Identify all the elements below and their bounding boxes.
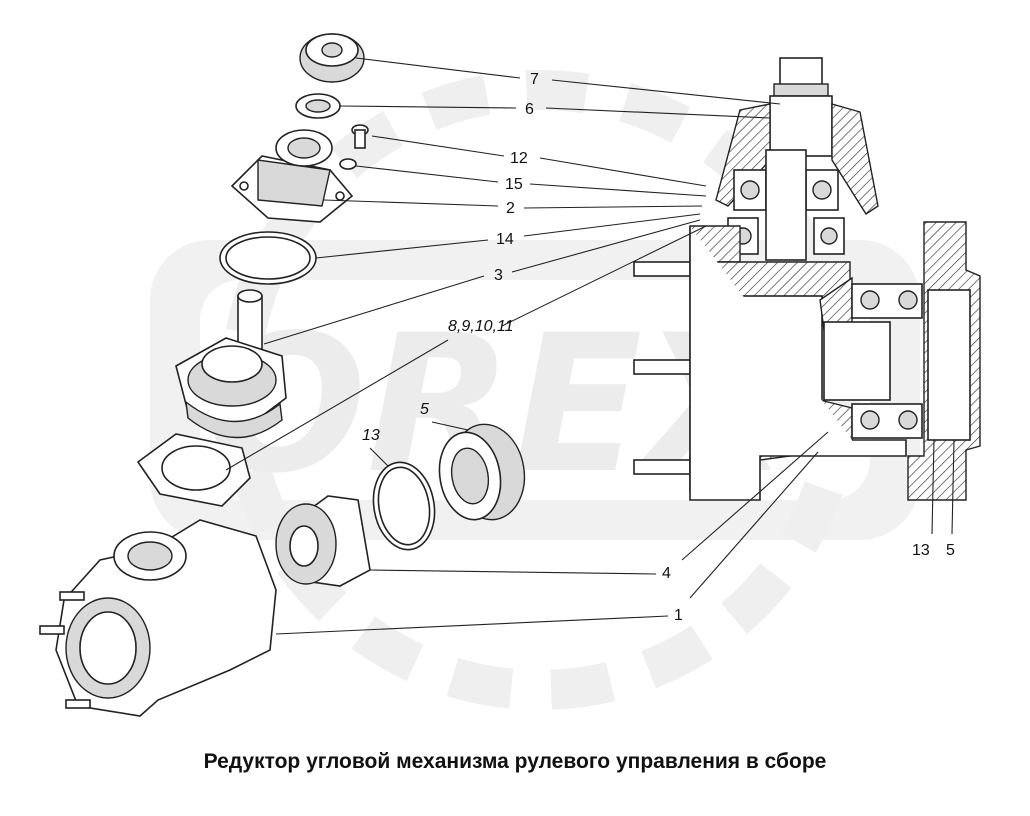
part-7-cap bbox=[299, 33, 365, 83]
diagram-caption: Редуктор угловой механизма рулевого упра… bbox=[203, 750, 827, 773]
part-13-ring bbox=[372, 461, 436, 551]
label-13-left: 13 bbox=[362, 427, 380, 444]
callout-labels: 7 6 12 15 2 14 3 8,9,10,11 5 13 4 1 13 5 bbox=[362, 71, 955, 624]
label-7: 7 bbox=[530, 71, 539, 88]
part-3-gear-shaft bbox=[175, 289, 287, 439]
label-5-left: 5 bbox=[420, 401, 429, 418]
label-1: 1 bbox=[674, 607, 683, 624]
label-15: 15 bbox=[505, 176, 523, 193]
part-15-lockwasher bbox=[339, 158, 357, 170]
label-13-right: 13 bbox=[912, 542, 930, 559]
part-8-11-gasket bbox=[136, 433, 251, 507]
part-14-oring bbox=[219, 231, 317, 285]
part-1-housing bbox=[39, 519, 277, 717]
label-12: 12 bbox=[510, 150, 528, 167]
label-3: 3 bbox=[494, 267, 503, 284]
part-5-sleeve bbox=[438, 423, 526, 521]
label-4: 4 bbox=[662, 565, 671, 582]
label-6: 6 bbox=[525, 101, 534, 118]
label-2: 2 bbox=[506, 200, 515, 217]
label-5-right: 5 bbox=[946, 542, 955, 559]
part-12-bolt bbox=[351, 124, 369, 149]
leader-lines bbox=[225, 57, 955, 635]
part-6-washer bbox=[295, 93, 341, 119]
part-4-bevel-gear bbox=[275, 495, 371, 587]
part-2-cover bbox=[230, 129, 354, 223]
label-8-11: 8,9,10,11 bbox=[448, 318, 514, 335]
cross-section-assembly bbox=[633, 57, 981, 501]
label-14: 14 bbox=[496, 231, 514, 248]
